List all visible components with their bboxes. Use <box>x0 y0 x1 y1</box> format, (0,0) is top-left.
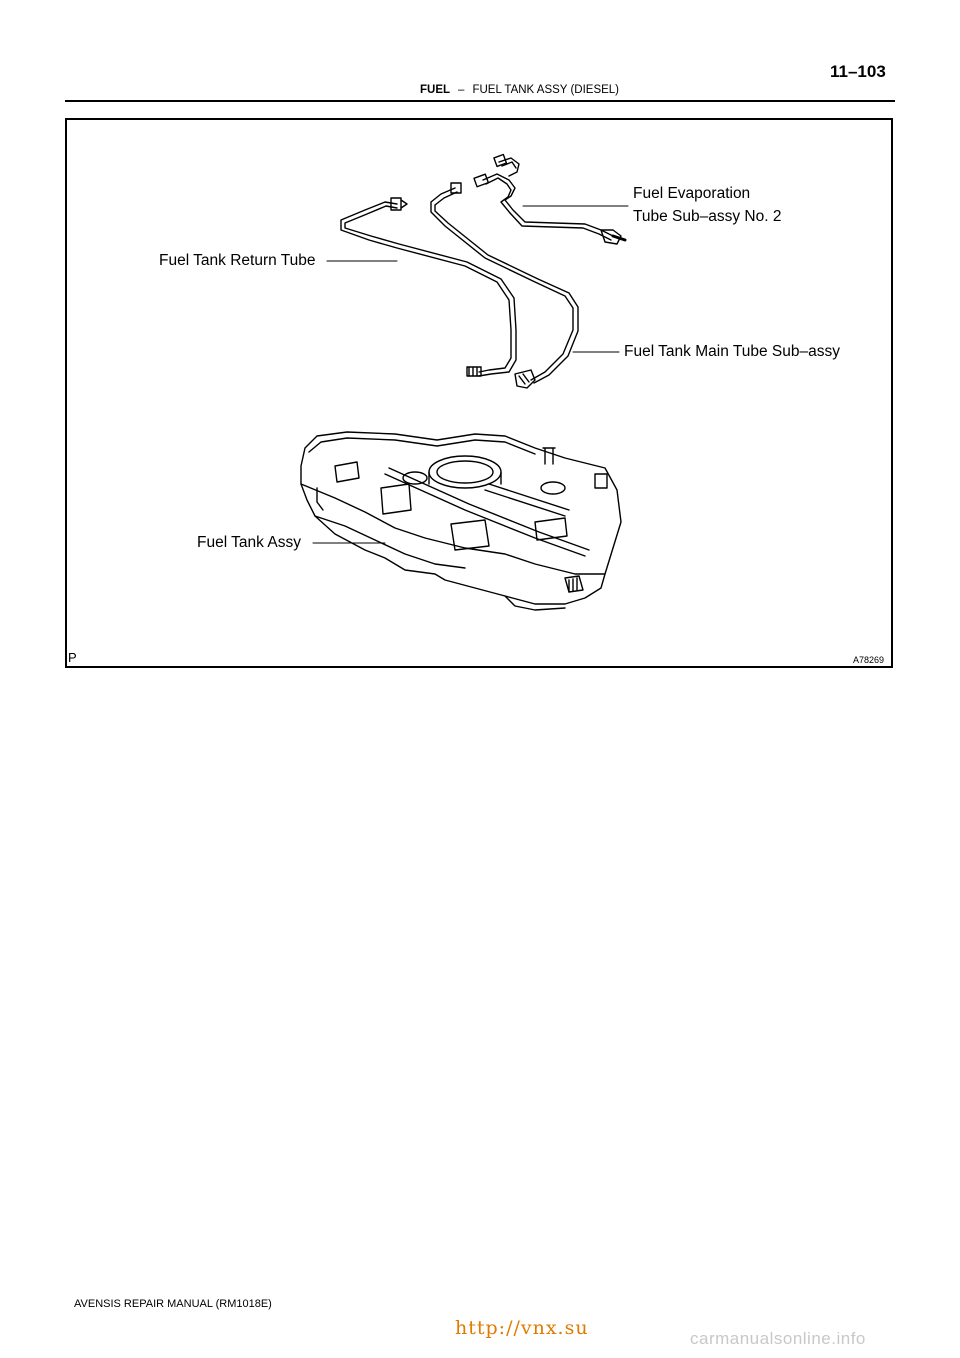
figure-code: A78269 <box>853 655 885 665</box>
callout-evaporation-tube-line2: Tube Sub–assy No. 2 <box>633 208 782 225</box>
figure-frame <box>65 118 893 668</box>
page-number: 11–103 <box>830 62 886 81</box>
callout-evaporation-tube-line1: Fuel Evaporation <box>633 185 751 202</box>
watermark-carmanualsonline: carmanualsonline.info <box>690 1329 866 1348</box>
figure-corner-mark: P <box>68 650 77 665</box>
callout-main-tube: Fuel Tank Main Tube Sub–assy <box>624 343 840 360</box>
callout-fuel-tank: Fuel Tank Assy <box>197 534 301 551</box>
callout-return-tube: Fuel Tank Return Tube <box>159 252 316 269</box>
fuel-tank-drawing <box>300 431 622 611</box>
fuel-system-illustration <box>300 153 629 611</box>
watermark-vnx: http://vnx.su <box>455 1317 589 1339</box>
evaporation-tube-drawing <box>473 153 627 245</box>
header-rule <box>65 100 895 102</box>
manual-footer: AVENSIS REPAIR MANUAL (RM1018E) <box>74 1298 272 1310</box>
section-header: FUEL–FUEL TANK ASSY (DIESEL) <box>420 84 619 96</box>
header-separator: – <box>458 84 465 96</box>
return-tube-drawing <box>340 197 517 377</box>
main-tube-drawing <box>430 182 579 389</box>
section-name: FUEL <box>420 84 451 96</box>
leader-lines <box>312 205 629 544</box>
section-title: FUEL TANK ASSY (DIESEL) <box>472 84 620 96</box>
